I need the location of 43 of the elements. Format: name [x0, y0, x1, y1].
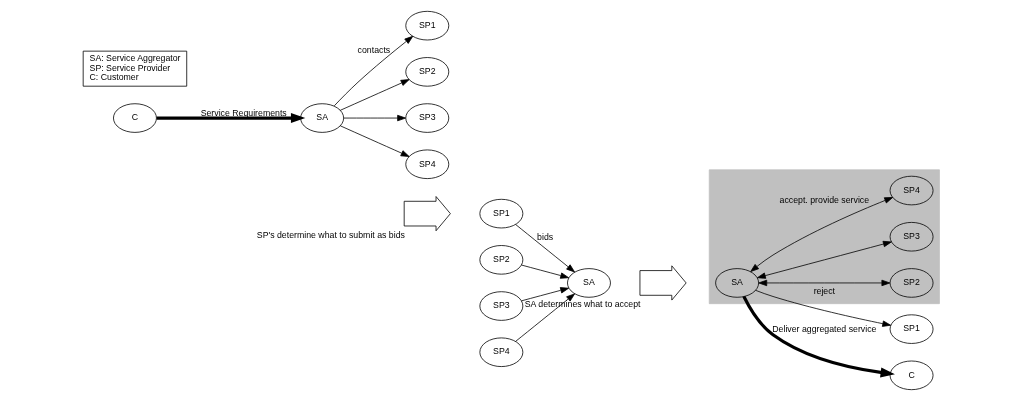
node-ellipse: SP4 [479, 337, 524, 367]
arrow [742, 295, 895, 378]
node-arrow [403, 196, 451, 232]
node-ellipse: SA [715, 268, 760, 298]
arrow [757, 240, 892, 279]
arrow [755, 289, 892, 327]
node-arrow [639, 265, 687, 301]
node-ellipse: C [889, 360, 934, 391]
arrow [339, 125, 410, 157]
node-box: SA: Service Aggregator SP: Service Provider C: Customer [82, 50, 188, 87]
arrow [339, 79, 410, 111]
node-ellipse: SP4 [405, 149, 450, 179]
arrow [156, 113, 306, 124]
arrow [343, 114, 406, 122]
arrow [758, 279, 891, 287]
node-ellipse: SP4 [889, 175, 934, 206]
arrow [515, 293, 575, 342]
node-ellipse: SP3 [889, 222, 934, 252]
edge-label: Service Requirements [200, 107, 287, 118]
edge-label: reject [813, 285, 836, 296]
arrow [750, 197, 894, 272]
node-ellipse: SP2 [889, 268, 934, 298]
arrow [521, 287, 570, 302]
node-label: SP's determine what to submit as bids [256, 229, 405, 240]
node-ellipse: SP1 [479, 198, 524, 229]
node-ellipse: SP2 [479, 245, 524, 275]
arrow [333, 35, 414, 107]
edge-label: contacts [357, 45, 391, 56]
edge-label: accept. provide service [779, 195, 870, 206]
arrow [515, 224, 575, 273]
cluster [708, 169, 940, 305]
node-ellipse: C [113, 103, 157, 133]
node-ellipse: SP2 [405, 57, 450, 87]
node-ellipse: SA [300, 103, 345, 133]
arrow [521, 264, 570, 279]
node-ellipse: SP3 [405, 103, 450, 133]
node-ellipse: SA [567, 268, 611, 298]
edge-label: bids [537, 231, 554, 242]
node-label: SA determines what to accept [524, 299, 641, 310]
node-ellipse: SP3 [479, 291, 524, 321]
edge-label: Deliver aggregated service [772, 324, 877, 335]
node-ellipse: SP1 [405, 10, 450, 41]
node-ellipse: SP1 [889, 314, 934, 344]
